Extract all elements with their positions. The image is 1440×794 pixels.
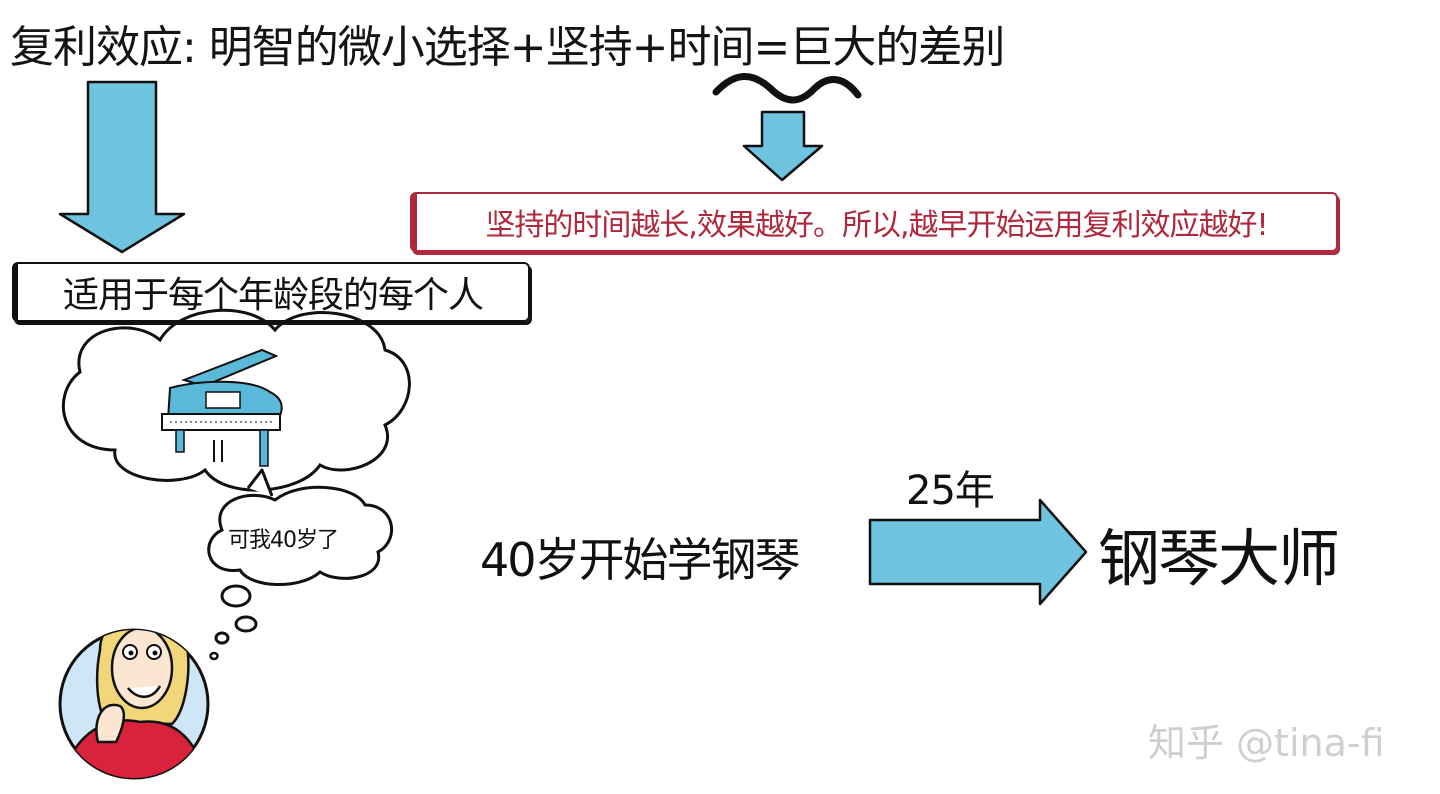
watermark: 知乎 @tina-fi — [1148, 721, 1385, 765]
down-arrow-small-icon — [742, 110, 824, 182]
speech-text: 可我40岁了 — [228, 528, 339, 553]
page-title: 复利效应: 明智的微小选择+坚持+时间=巨大的差别 — [10, 22, 1005, 73]
result-label: 钢琴大师 — [1098, 522, 1340, 595]
start-label: 40岁开始学钢琴 — [480, 533, 801, 587]
principle-text: 坚持的时间越长,效果越好。所以,越早开始运用复利效应越好! — [485, 208, 1268, 243]
woman-avatar-icon — [58, 628, 210, 780]
duration-label: 25年 — [906, 468, 995, 514]
piano-icon — [161, 348, 283, 467]
down-arrow-icon — [58, 80, 186, 254]
age-box: 适用于每个年龄段的每个人 — [12, 262, 530, 322]
principle-box: 坚持的时间越长,效果越好。所以,越早开始运用复利效应越好! — [410, 192, 1338, 252]
right-arrow-icon — [868, 498, 1088, 606]
speech-cloud-icon — [207, 468, 394, 661]
age-text: 适用于每个年龄段的每个人 — [62, 275, 484, 316]
squiggle-underline-icon — [712, 73, 862, 104]
